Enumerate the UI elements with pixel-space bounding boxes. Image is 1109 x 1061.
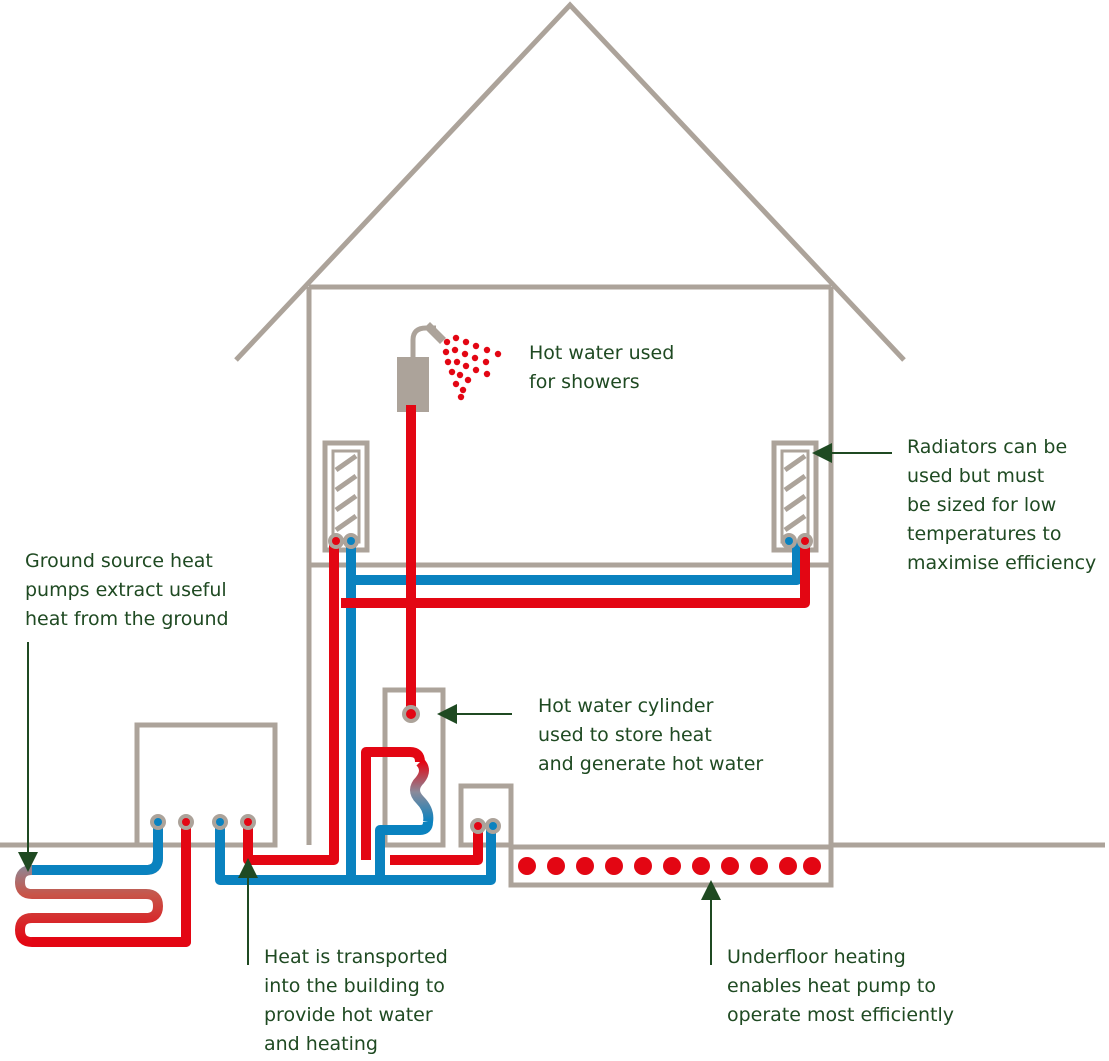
radiators-label-line: used but must: [907, 465, 1045, 487]
ground-label-line: pumps extract useful: [25, 579, 227, 601]
pipe-connectors: [150, 533, 813, 834]
underfloor-label-line: enables heat pump to: [727, 975, 936, 997]
cylinder-heat-coil: [410, 758, 434, 823]
house-structure: [134, 1, 906, 888]
radiators-label-line: be sized for low: [907, 494, 1057, 516]
underfloor-heating-dots: [518, 857, 821, 875]
ground-label-line: heat from the ground: [25, 608, 229, 630]
radiators-label-line: Radiators can be: [907, 436, 1068, 458]
radiators-label-line: maximise efficiency: [907, 552, 1097, 574]
underfloor-label-line: Underfloor heating: [727, 946, 906, 968]
shower-label-line: Hot water used: [529, 342, 675, 364]
cylinder-label: Hot water cylinder used to store heat an…: [538, 692, 763, 779]
cylinder-label-line: Hot water cylinder: [538, 695, 714, 717]
underfloor-label: Underfloor heating enables heat pump to …: [727, 943, 954, 1030]
underfloor-label-line: operate most efficiently: [727, 1004, 955, 1026]
radiators-label-line: temperatures to: [907, 523, 1062, 545]
transport-label-line: into the building to: [264, 975, 445, 997]
shower-label: Hot water used for showers: [529, 339, 674, 397]
radiator-right: [771, 440, 819, 553]
shower-spray-dots: [442, 334, 502, 401]
cold-pipes: [215, 541, 802, 885]
radiators-label: Radiators can be used but must be sized …: [907, 433, 1096, 578]
annotation-arrows: [18, 443, 892, 965]
shower-head-icon: [397, 322, 502, 412]
shower-label-line: for showers: [529, 371, 640, 393]
hot-pipes: [243, 405, 810, 865]
roof: [234, 1, 906, 362]
ground-label-line: Ground source heat: [25, 550, 213, 572]
cylinder-label-line: used to store heat: [538, 724, 712, 746]
heat-pump-unit: [134, 722, 278, 848]
transport-label: Heat is transported into the building to…: [264, 943, 448, 1059]
radiator-left: [322, 440, 370, 553]
cylinder-label-line: and generate hot water: [538, 753, 764, 775]
transport-label-line: Heat is transported: [264, 946, 448, 968]
transport-label-line: provide hot water: [264, 1004, 433, 1026]
underfloor-slab: [508, 844, 834, 888]
transport-label-line: and heating: [264, 1033, 378, 1055]
ground-label: Ground source heat pumps extract useful …: [25, 547, 229, 634]
